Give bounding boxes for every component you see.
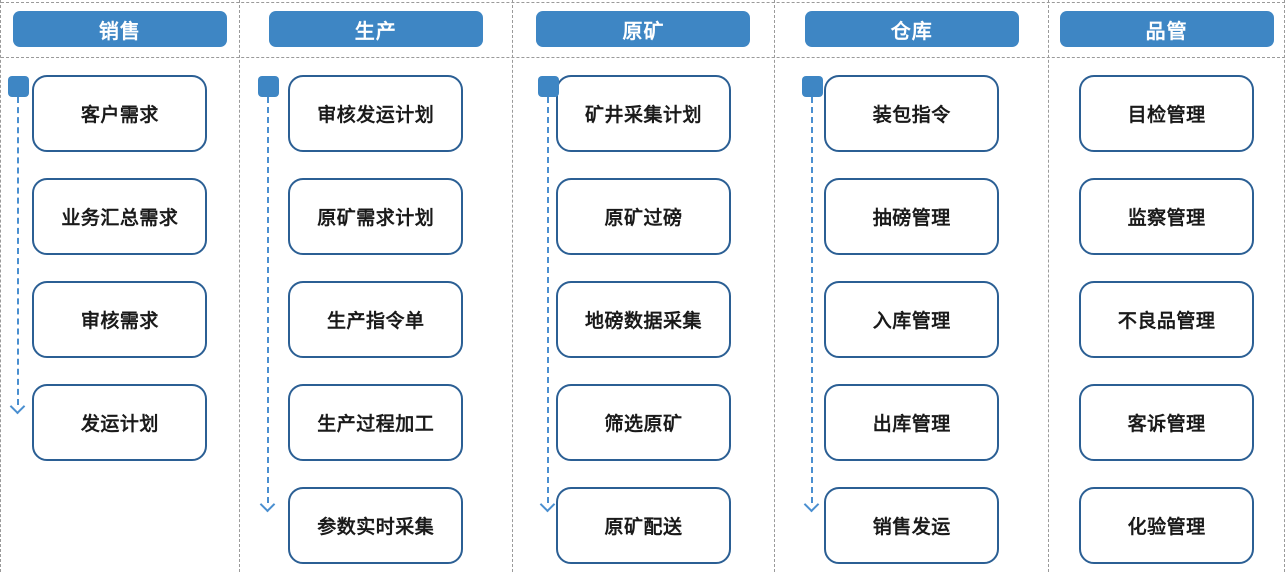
flow-node: 矿井采集计划	[555, 75, 731, 152]
lane-title: 仓库	[890, 20, 933, 43]
lane-nodes: 客户需求业务汇总需求审核需求发运计划	[32, 57, 208, 461]
flow-node: 出库管理	[824, 384, 1000, 461]
lane-header-quality: 品管	[1059, 11, 1274, 47]
flow-node: 入库管理	[824, 281, 1000, 358]
flow-rail	[257, 76, 279, 513]
lane-nodes: 装包指令抽磅管理入库管理出库管理销售发运	[824, 57, 1000, 564]
flow-node: 原矿配送	[555, 487, 731, 564]
flow-node: 发运计划	[32, 384, 208, 461]
flow-node: 化验管理	[1079, 487, 1255, 564]
lane-nodes: 审核发运计划原矿需求计划生产指令单生产过程加工参数实时采集	[288, 57, 464, 564]
flow-node: 参数实时采集	[288, 487, 464, 564]
flow-node: 生产指令单	[288, 281, 464, 358]
lane-header-raw-ore: 原矿	[536, 11, 751, 47]
flow-node: 目检管理	[1079, 75, 1255, 152]
lane-nodes: 矿井采集计划原矿过磅地磅数据采集筛选原矿原矿配送	[555, 57, 731, 564]
flow-start-marker-icon	[537, 76, 559, 97]
lane-title: 生产	[354, 20, 397, 43]
lane-production: 生产 审核发运计划原矿需求计划生产指令单生产过程加工参数实时采集	[240, 0, 513, 572]
flow-node: 监察管理	[1079, 178, 1255, 255]
flow-rail	[802, 76, 824, 513]
flow-node: 客户需求	[32, 75, 208, 152]
flow-node: 客诉管理	[1079, 384, 1255, 461]
lane-nodes: 目检管理监察管理不良品管理客诉管理化验管理	[1079, 57, 1255, 564]
flow-rail	[8, 76, 29, 415]
flow-node: 原矿过磅	[555, 178, 731, 255]
flow-node: 抽磅管理	[824, 178, 1000, 255]
flow-node: 销售发运	[824, 487, 1000, 564]
lane-title: 原矿	[622, 20, 665, 43]
flow-node: 地磅数据采集	[555, 281, 731, 358]
lane-warehouse: 仓库 装包指令抽磅管理入库管理出库管理销售发运	[775, 0, 1050, 572]
flow-node: 业务汇总需求	[32, 178, 208, 255]
lane-title: 销售	[98, 20, 141, 43]
arrow-down-icon	[804, 496, 820, 513]
flow-node: 审核发运计划	[288, 75, 464, 152]
flow-rail	[537, 76, 559, 513]
flow-node: 生产过程加工	[288, 384, 464, 461]
flow-node: 审核需求	[32, 281, 208, 358]
flow-node: 原矿需求计划	[288, 178, 464, 255]
arrow-down-icon	[539, 496, 555, 513]
lane-quality: 品管 目检管理监察管理不良品管理客诉管理化验管理	[1049, 0, 1285, 572]
flow-arrow-line	[17, 97, 19, 405]
flow-arrow-line	[811, 97, 814, 503]
flow-start-marker-icon	[257, 76, 279, 97]
flow-start-marker-icon	[802, 76, 824, 97]
top-divider-line	[1, 2, 1285, 3]
lane-title: 品管	[1145, 20, 1188, 43]
lane-sales: 销售 客户需求业务汇总需求审核需求发运计划	[1, 0, 240, 572]
header-divider-line	[1, 57, 1285, 58]
flow-node: 装包指令	[824, 75, 1000, 152]
flow-arrow-line	[546, 97, 549, 503]
lane-header-production: 生产	[268, 11, 483, 47]
lane-raw-ore: 原矿 矿井采集计划原矿过磅地磅数据采集筛选原矿原矿配送	[513, 0, 776, 572]
flow-start-marker-icon	[8, 76, 29, 97]
arrow-down-icon	[9, 398, 26, 415]
flow-node: 不良品管理	[1079, 281, 1255, 358]
flow-node: 筛选原矿	[555, 384, 731, 461]
flow-arrow-line	[266, 97, 269, 503]
arrow-down-icon	[259, 496, 276, 513]
lane-header-warehouse: 仓库	[804, 11, 1019, 47]
lane-header-sales: 销售	[12, 11, 227, 47]
